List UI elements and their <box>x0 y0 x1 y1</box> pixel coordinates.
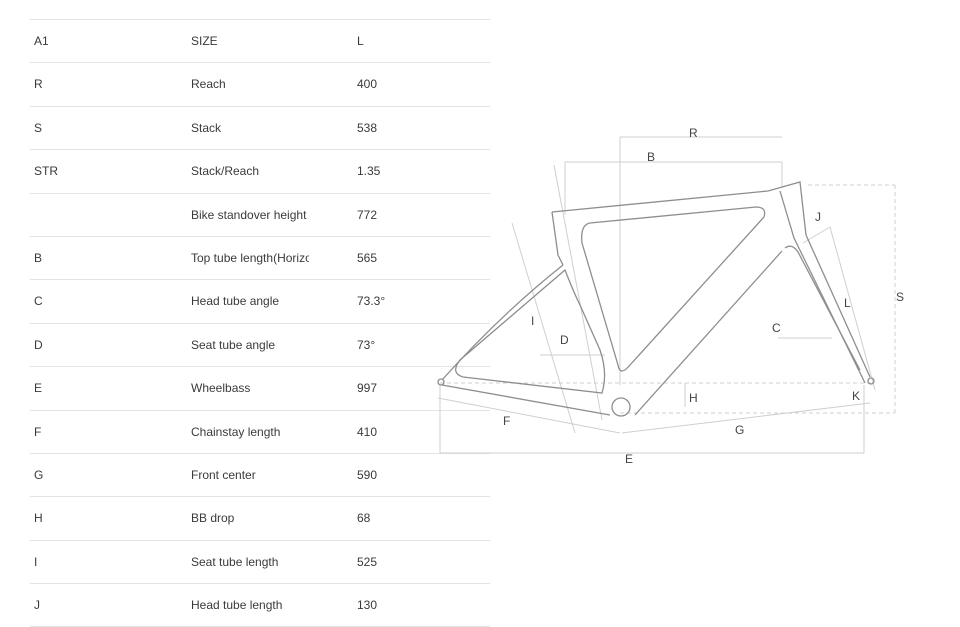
label-C: C <box>772 321 781 335</box>
front-center-dimension-line <box>621 402 871 434</box>
row-label: Chainstay length <box>191 424 281 439</box>
row-code: G <box>34 467 44 482</box>
row-code: S <box>34 120 43 135</box>
row-code: C <box>34 294 43 309</box>
row-code: B <box>34 250 43 265</box>
row-label: BB drop <box>191 511 235 526</box>
row-value: 400 <box>357 77 378 92</box>
seat-tube-length-guide <box>511 222 576 434</box>
table-row: C Head tube angle 73.3° <box>30 279 490 322</box>
row-value: 525 <box>357 554 378 569</box>
row-code: J <box>34 598 40 613</box>
table-row: F Chainstay length 410 <box>30 409 490 453</box>
label-L: L <box>844 296 851 310</box>
bottom-bracket <box>611 397 631 417</box>
label-D: D <box>560 333 569 347</box>
row-value: 997 <box>357 381 378 396</box>
label-F: F <box>503 414 510 428</box>
row-code: F <box>34 424 42 439</box>
fork-length-guide <box>829 226 876 391</box>
label-K: K <box>852 389 860 403</box>
top-tube-and-head-tube-outline <box>551 181 871 378</box>
row-label: Top tube length(Horizontal) <box>191 250 309 265</box>
table-row: A1 SIZE L <box>30 19 490 62</box>
table-row: H BB drop 68 <box>30 496 490 539</box>
chainstay-dimension-line <box>437 397 621 434</box>
table-row: E Wheelbass 997 <box>30 366 490 409</box>
table-row: D Seat tube angle 73° <box>30 322 490 366</box>
row-value: 1.35 <box>357 164 381 179</box>
down-tube-to-bb <box>634 250 783 416</box>
row-label: Reach <box>191 77 226 92</box>
row-label: Stack/Reach <box>191 164 260 179</box>
label-S: S <box>896 290 904 304</box>
table-row: B Top tube length(Horizontal) 565 <box>30 235 490 279</box>
row-value: 73° <box>357 337 376 352</box>
seatstay-outline <box>441 264 564 381</box>
table-row: J Head tube length 130 <box>30 583 490 627</box>
row-label: Front center <box>191 467 256 482</box>
row-value: 772 <box>357 207 378 222</box>
row-value: 410 <box>357 424 378 439</box>
row-value: 130 <box>357 598 378 613</box>
rear-triangle-inner-outline <box>455 268 606 394</box>
row-label: Bike standover height <box>191 207 307 222</box>
row-label: SIZE <box>191 34 218 48</box>
row-value: 538 <box>357 120 378 135</box>
label-I: I <box>531 314 534 328</box>
frame-geometry-diagram: R B J S L C I D H K F G E <box>437 126 904 466</box>
label-R: R <box>689 126 698 140</box>
row-code: R <box>34 77 43 92</box>
front-axle <box>867 377 875 385</box>
table-row: R Reach 400 <box>30 62 490 105</box>
label-G: G <box>735 423 744 437</box>
row-value: 73.3° <box>357 294 386 309</box>
row-label: Head tube angle <box>191 294 280 309</box>
rear-axle <box>437 378 445 386</box>
label-H: H <box>689 391 698 405</box>
row-label: Seat tube angle <box>191 337 276 352</box>
row-code: E <box>34 381 43 396</box>
row-value: 590 <box>357 467 378 482</box>
table-row: I Seat tube length 525 <box>30 539 490 583</box>
row-label: Head tube length <box>191 598 283 613</box>
label-B: B <box>647 150 655 164</box>
row-value: 68 <box>357 511 371 526</box>
row-label: Wheelbass <box>191 381 251 396</box>
label-J: J <box>815 210 821 224</box>
row-label: Stack <box>191 120 222 135</box>
table-row: Bike standover height 772 <box>30 192 490 236</box>
label-E: E <box>625 452 633 466</box>
chainstay-outline <box>441 384 611 416</box>
main-triangle-inner-outline <box>581 206 766 372</box>
seat-tube-angle-axis <box>553 164 603 421</box>
row-label: Seat tube length <box>191 554 279 569</box>
seat-tube-front-edge <box>551 211 564 266</box>
row-code: I <box>34 554 38 569</box>
row-code: D <box>34 337 43 352</box>
row-value: L <box>357 34 364 48</box>
head-tube-length-guide <box>802 226 831 244</box>
table-row: G Front center 590 <box>30 452 490 496</box>
row-code: A1 <box>34 34 49 48</box>
row-value: 565 <box>357 250 378 265</box>
table-row: STR Stack/Reach 1.35 <box>30 149 490 192</box>
row-code: H <box>34 511 43 526</box>
table-row: S Stack 538 <box>30 105 490 149</box>
row-code: STR <box>34 164 58 179</box>
down-tube-lower-edge <box>784 245 861 371</box>
